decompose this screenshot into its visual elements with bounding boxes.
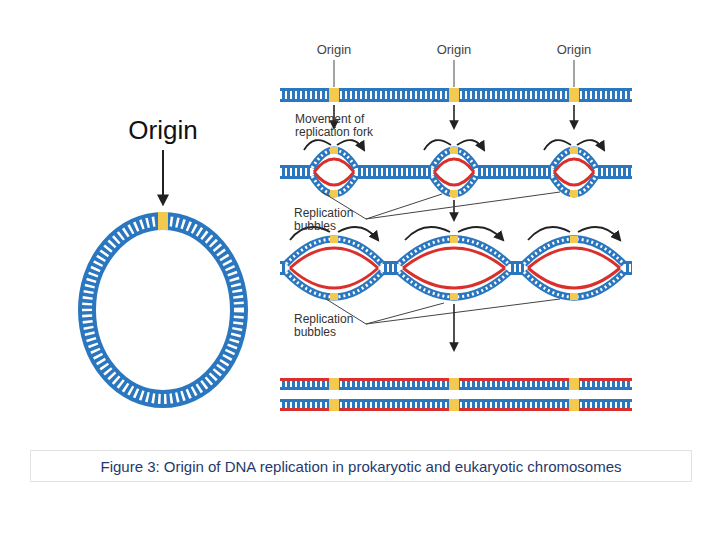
origin-mark <box>570 293 578 300</box>
caption-box: Figure 3: Origin of DNA replication in p… <box>30 450 692 482</box>
origin-label: Origin <box>539 43 609 57</box>
figure-caption: Figure 3: Origin of DNA replication in p… <box>100 458 621 475</box>
dna-rungs <box>280 168 632 176</box>
parent-strand <box>432 150 476 194</box>
dna-strand <box>509 261 524 275</box>
circular-dna <box>87 221 239 399</box>
origin-mark <box>330 147 338 154</box>
parent-strand <box>524 239 624 297</box>
origin-mark <box>449 399 459 411</box>
bubble-label: Replication bubbles <box>294 313 368 339</box>
dna-rungs <box>399 239 509 297</box>
leader-line <box>573 60 574 87</box>
fork-arrow <box>424 140 484 150</box>
step-arrow <box>453 200 455 220</box>
origin-mark <box>450 293 458 300</box>
origin-label: Origin <box>113 116 213 145</box>
origin-mark <box>450 190 458 197</box>
new-strand <box>403 248 505 288</box>
origin-mark <box>450 236 458 243</box>
origin-mark <box>329 378 339 390</box>
origin-mark <box>330 293 338 300</box>
pointer-arrow <box>162 150 164 204</box>
origin-mark <box>329 88 339 102</box>
dna-rungs <box>552 150 596 194</box>
parent-strand <box>399 239 509 297</box>
new-strand <box>434 159 474 185</box>
origin-mark <box>569 399 579 411</box>
origin-mark <box>329 399 339 411</box>
leader-line <box>322 192 560 219</box>
origin-label: Origin <box>299 43 369 57</box>
dna-rungs <box>524 239 624 297</box>
bubble-label: Replication bubbles <box>294 207 368 233</box>
new-strand <box>528 248 620 288</box>
step-arrow <box>573 105 575 128</box>
dna-strand <box>382 261 399 275</box>
daughter-dna <box>280 399 632 411</box>
dna-rungs <box>280 264 632 272</box>
origin-mark <box>569 378 579 390</box>
new-strand <box>554 159 594 185</box>
origin-label: Origin <box>419 43 489 57</box>
fork-arrow <box>544 140 604 150</box>
origin-mark <box>450 147 458 154</box>
dna-rungs <box>286 239 382 297</box>
origin-mark <box>570 147 578 154</box>
fork-arrow <box>304 140 364 150</box>
step-arrow <box>453 105 455 128</box>
dna-row <box>280 140 632 197</box>
fork-arrow <box>528 227 620 240</box>
origin-mark <box>158 212 168 230</box>
dna-strand <box>280 88 632 102</box>
origin-mark <box>570 236 578 243</box>
dna-rungs <box>312 150 356 194</box>
origin-mark <box>330 236 338 243</box>
fork-arrow <box>405 227 503 240</box>
dna-rungs <box>432 150 476 194</box>
parent-strand <box>286 239 382 297</box>
step-arrow <box>453 304 455 350</box>
daughter-dna <box>280 378 632 390</box>
origin-mark <box>330 190 338 197</box>
new-strand <box>314 159 354 185</box>
parent-strand <box>312 150 356 194</box>
parent-strand <box>552 150 596 194</box>
dna-rungs <box>87 221 239 399</box>
fork-label: Movement of replication fork <box>295 113 393 139</box>
leader-line <box>326 299 560 324</box>
leader-line <box>333 60 334 87</box>
origin-mark <box>449 378 459 390</box>
new-strand <box>290 248 378 288</box>
origin-mark <box>449 88 459 102</box>
dna-row <box>280 227 632 300</box>
origin-mark <box>569 88 579 102</box>
origin-mark <box>570 190 578 197</box>
leader-line <box>453 60 454 87</box>
